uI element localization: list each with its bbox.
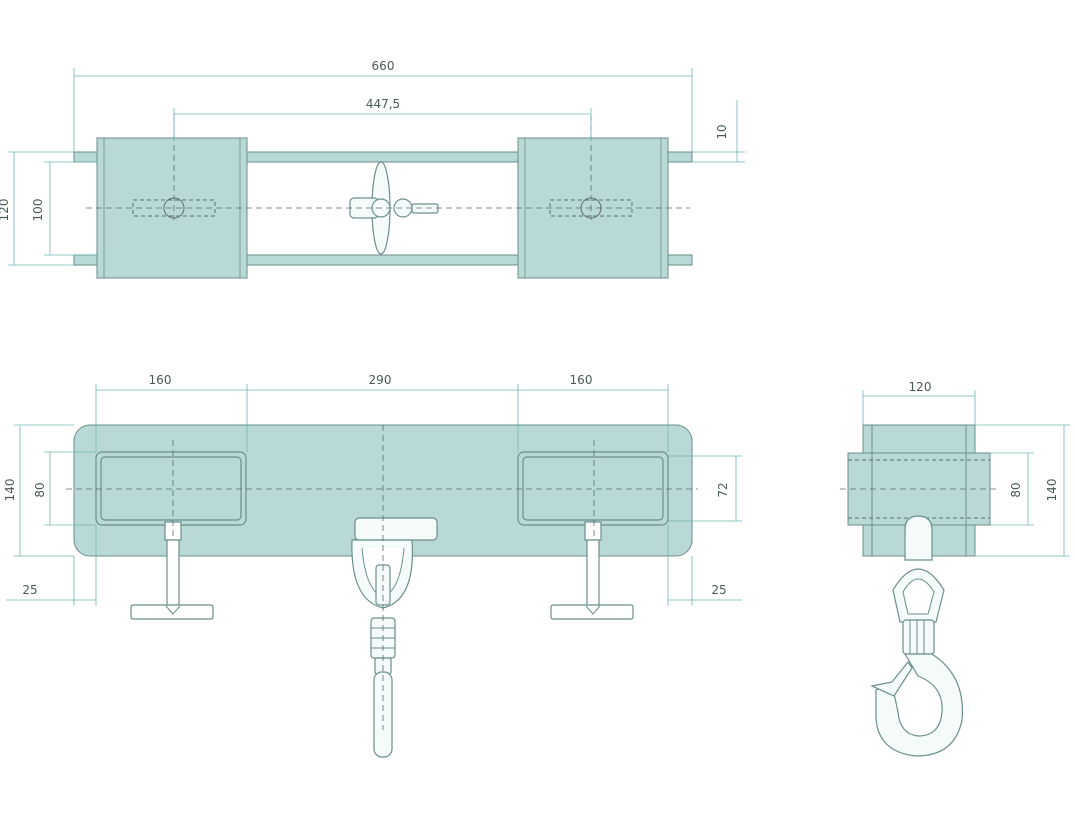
top-view: 660 447,5 10 120 100 <box>0 59 745 279</box>
front-shackle <box>351 517 438 758</box>
side-hook <box>870 515 964 757</box>
dim-rail-thickness: 10 <box>715 124 729 139</box>
dim-right-offset: 25 <box>711 583 726 597</box>
top-center-hook <box>349 161 439 255</box>
dim-side-width: 120 <box>909 380 932 394</box>
dim-inner-width: 100 <box>31 199 45 222</box>
dim-hole-spacing: 447,5 <box>366 97 400 111</box>
dim-left-block: 160 <box>149 373 172 387</box>
dim-window-height: 80 <box>33 482 47 497</box>
top-rail-upper <box>73 151 693 163</box>
top-rail-lower <box>73 254 693 266</box>
dim-outer-width: 120 <box>0 199 11 222</box>
front-right-window <box>517 451 669 526</box>
front-left-window <box>95 451 247 526</box>
dim-middle-span: 290 <box>369 373 392 387</box>
dim-right-window-height: 72 <box>716 482 730 497</box>
side-view: 120 80 140 <box>840 380 1070 757</box>
front-view: 160 290 160 140 80 72 25 25 <box>3 373 742 758</box>
front-right-leg <box>550 521 634 620</box>
dim-left-offset: 25 <box>22 583 37 597</box>
front-left-leg <box>130 521 214 620</box>
dim-right-block: 160 <box>570 373 593 387</box>
top-right-block <box>517 137 669 279</box>
dim-side-inner-height: 80 <box>1009 482 1023 497</box>
dim-height: 140 <box>3 479 17 502</box>
dim-overall-length: 660 <box>372 59 395 73</box>
dim-side-height: 140 <box>1045 479 1059 502</box>
